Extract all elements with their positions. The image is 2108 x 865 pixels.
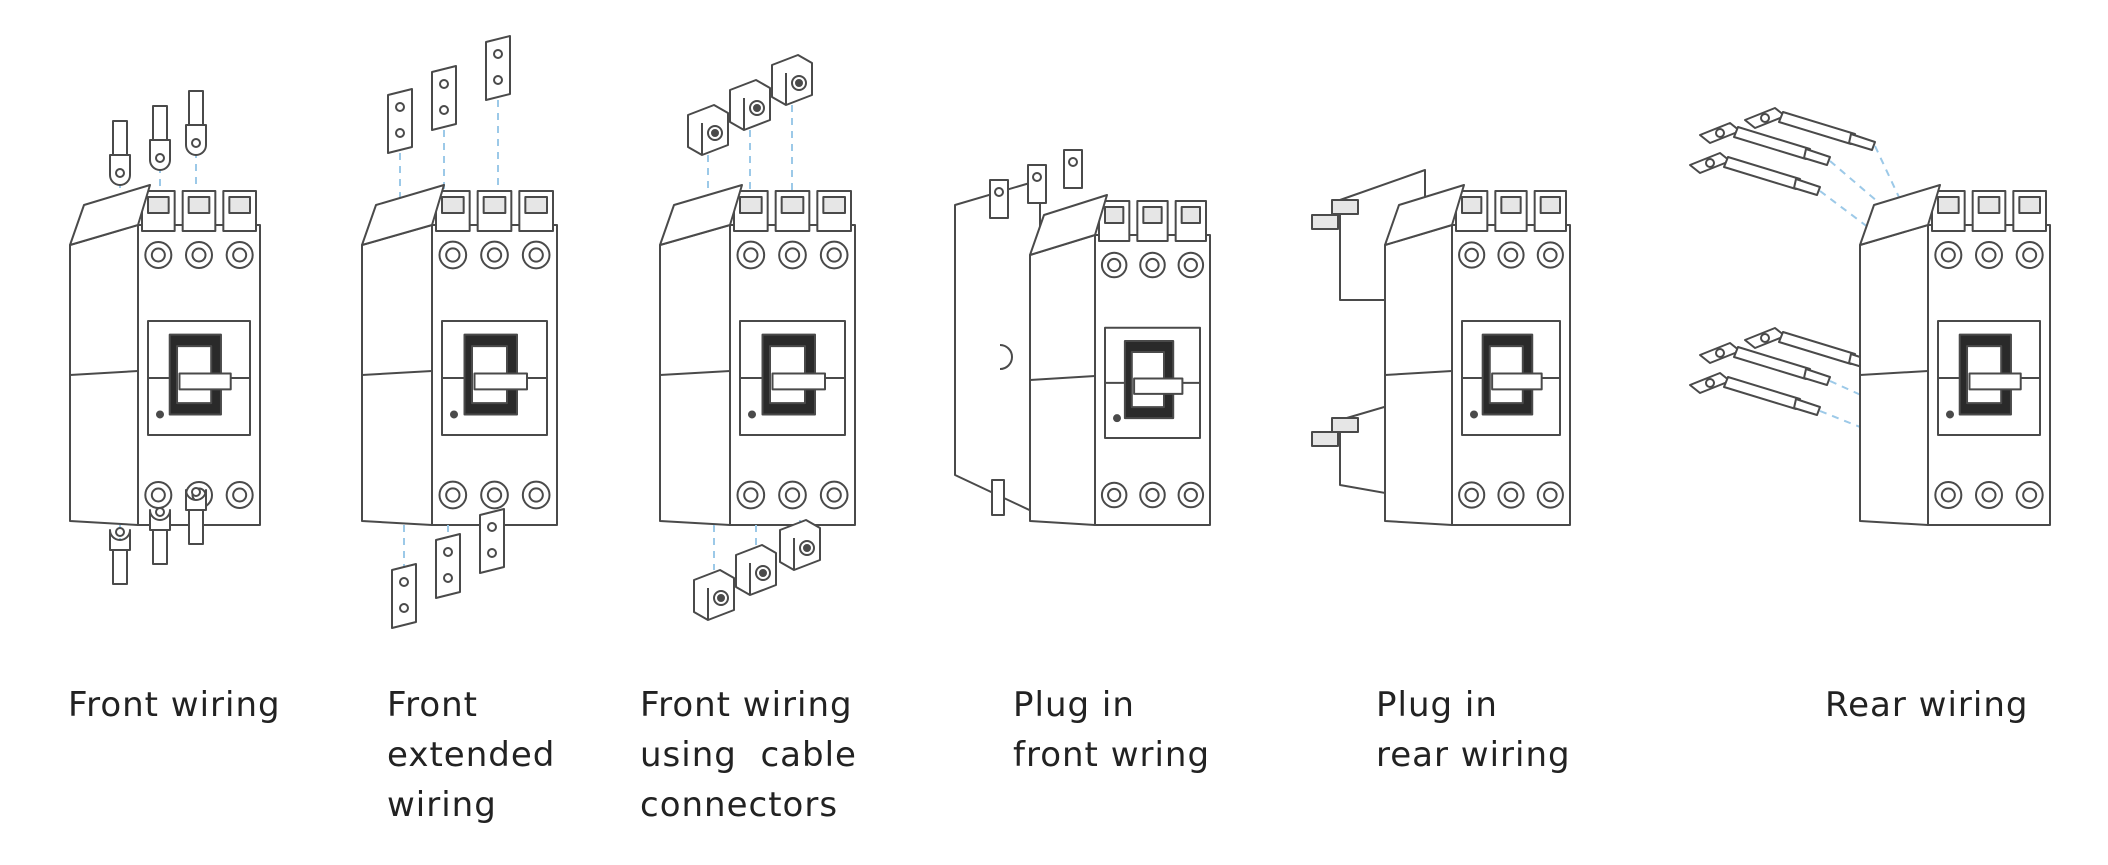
circuit-breaker-body — [1029, 194, 1211, 526]
circuit-breaker-body — [659, 184, 856, 526]
rear-connection-stud — [1689, 152, 1821, 196]
caption-plug-in-rear-wiring: Plug in rear wiring — [1376, 680, 1571, 780]
cable-lug — [149, 507, 171, 565]
extension-bar — [479, 508, 505, 574]
caption-plug-in-front-wiring: Plug in front wring — [1013, 680, 1210, 780]
caption-front-extended-wiring: Front extended wiring — [387, 680, 555, 830]
caption-line: front wring — [1013, 735, 1211, 775]
caption-line: rear wiring — [1376, 735, 1571, 775]
alignment-guide-line — [1819, 190, 1906, 256]
cable-lug — [185, 90, 207, 156]
panel-front-wiring-cable-connectors — [659, 54, 856, 621]
caption-line: connectors — [640, 785, 839, 825]
caption-front-wiring-cable-connectors: Front wiring using cable connectors — [640, 680, 857, 830]
extension-bar — [435, 533, 461, 599]
panel-front-wiring — [69, 90, 261, 585]
cable-connector-block — [693, 569, 735, 621]
cable-connector-block — [729, 79, 771, 131]
caption-line: using cable — [640, 735, 857, 775]
rear-connection-stud — [1689, 372, 1821, 416]
rear-connection-stud — [1744, 107, 1876, 151]
caption-line: Front — [387, 685, 478, 725]
panel-rear-wiring — [1689, 107, 2051, 526]
cable-connector-block — [687, 104, 729, 156]
caption-line: Plug in — [1013, 685, 1135, 725]
caption-line: Front wiring — [68, 685, 281, 725]
cable-lug — [149, 105, 171, 171]
panel-plug-in-rear-wiring — [1311, 169, 1571, 526]
caption-line: extended — [387, 735, 556, 775]
cable-connector-block — [779, 519, 821, 571]
cable-lug — [109, 120, 131, 186]
circuit-breaker-body — [1859, 184, 2051, 526]
circuit-breaker-body — [361, 184, 558, 526]
circuit-breaker-body — [69, 184, 261, 526]
extension-bar — [391, 563, 417, 629]
cable-connector-block — [735, 544, 777, 596]
circuit-breaker-body — [1384, 184, 1571, 526]
cable-lug — [109, 527, 131, 585]
caption-line: wiring — [387, 785, 497, 825]
cable-connector-block — [771, 54, 813, 106]
rear-connection-stud — [1699, 122, 1831, 166]
extension-bar — [485, 35, 511, 101]
extension-bar — [431, 65, 457, 131]
cable-lug — [185, 487, 207, 545]
caption-line: Plug in — [1376, 685, 1498, 725]
panel-plug-in-front-wiring — [954, 149, 1211, 526]
panel-front-extended-wiring — [361, 35, 558, 629]
caption-front-wiring: Front wiring — [68, 680, 281, 730]
caption-rear-wiring: Rear wiring — [1825, 680, 2028, 730]
caption-line: Rear wiring — [1825, 685, 2029, 725]
caption-line: Front wiring — [640, 685, 853, 725]
extension-bar — [387, 88, 413, 154]
rear-connection-stud — [1699, 342, 1831, 386]
